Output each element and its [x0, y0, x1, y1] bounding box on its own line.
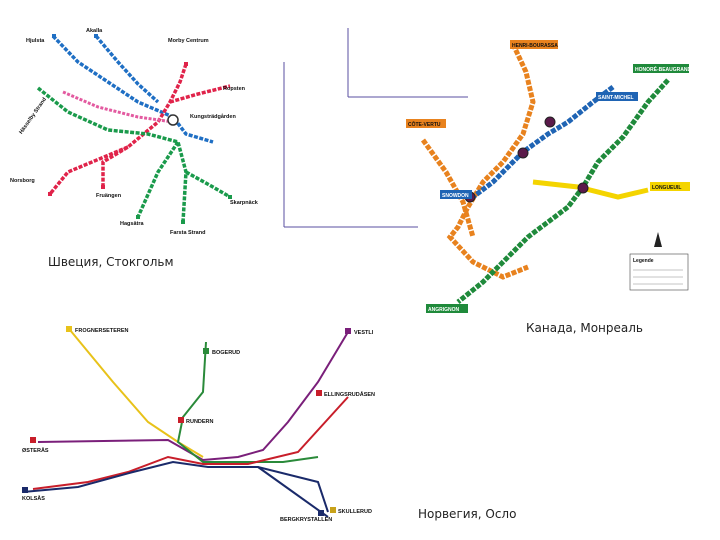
stockholm-green-branch2: [138, 142, 178, 217]
ellingsrudasen-label: ELLINGSRUDÅSEN: [324, 391, 375, 398]
montreal-blue-line: [473, 87, 613, 197]
stockholm-metro-map: Hjulsta Akalla Morby Centrum Ropsten Häs…: [8, 22, 290, 244]
legend-title: Legende: [633, 258, 654, 264]
oslo-yellow-line: [70, 330, 203, 457]
longueuil-label: LONGUEUIL: [652, 185, 681, 191]
stockholm-blue-line: [53, 36, 213, 142]
montreal-metro-map: HENRI-BOURASSA HONORÉ-BEAUGRAND CÔTE-VER…: [278, 22, 698, 322]
north-arrow-icon: [654, 232, 662, 247]
bergkrystallen-label: BERGKRYSTALLEN: [280, 517, 332, 523]
hjulsta-label: Hjulsta: [26, 38, 45, 44]
montreal-orange-west: [423, 140, 473, 237]
kolsas-label: KOLSÅS: [22, 495, 45, 502]
montreal-caption: Канада, Монреаль: [526, 321, 643, 335]
st-michel-label: SAINT-MICHEL: [598, 95, 634, 101]
honore-label: HONORÉ-BEAUGRAND: [635, 65, 692, 73]
stockholm-blue-branch: [96, 36, 158, 102]
oslo-metro-map: FROGNERSETEREN VESTLI BOGERUD ELLINGSRUD…: [18, 322, 388, 532]
frognerseteren-label: FROGNERSETEREN: [75, 328, 129, 334]
farsta-label: Farsta Strand: [170, 230, 205, 236]
oslo-darkblue-line: [23, 462, 328, 512]
stockholm-caption: Швеция, Стокгольм: [48, 255, 174, 269]
akalla-label: Akalla: [86, 28, 103, 34]
henri-label: HENRI-BOURASSA: [512, 43, 558, 49]
bogerud-label: BOGERUD: [212, 350, 240, 356]
angrignon-label: ANGRIGNON: [428, 307, 460, 313]
stockholm-green-branch1: [186, 172, 230, 197]
stockholm-central-hub: [168, 115, 178, 125]
snowdon-label: SNOWDON: [442, 193, 469, 199]
fruangen-label: Fruängen: [96, 193, 122, 199]
hagsatra-label: Hagsätra: [120, 221, 144, 227]
morby-label: Morby Centrum: [168, 38, 209, 44]
kungstradgarden-label: Kungsträdgården: [190, 113, 236, 120]
ostras-label: ØSTERÅS: [22, 447, 49, 454]
skarpnack-label: Skarpnäck: [230, 200, 259, 206]
oslo-darkblue-branch: [258, 467, 328, 517]
hasselby-label: Hässelby Strand: [18, 97, 48, 136]
oslo-caption: Норвегия, Осло: [418, 507, 516, 521]
stockholm-red-ropsten: [170, 86, 230, 102]
vestli-label: VESTLI: [354, 330, 374, 336]
oslo-purple-line: [38, 332, 348, 460]
ropsten-label: Ropsten: [223, 86, 246, 92]
oslo-green-line: [178, 342, 318, 462]
cote-vertu-label: CÔTE-VERTU: [408, 120, 441, 128]
norsborg-label: Norsborg: [10, 178, 35, 184]
montreal-yellow-line: [533, 182, 648, 197]
oslo-red-line: [33, 397, 348, 489]
rundern-label: RUNDERN: [186, 419, 214, 425]
skullerud-label: SKULLERUD: [338, 509, 372, 515]
